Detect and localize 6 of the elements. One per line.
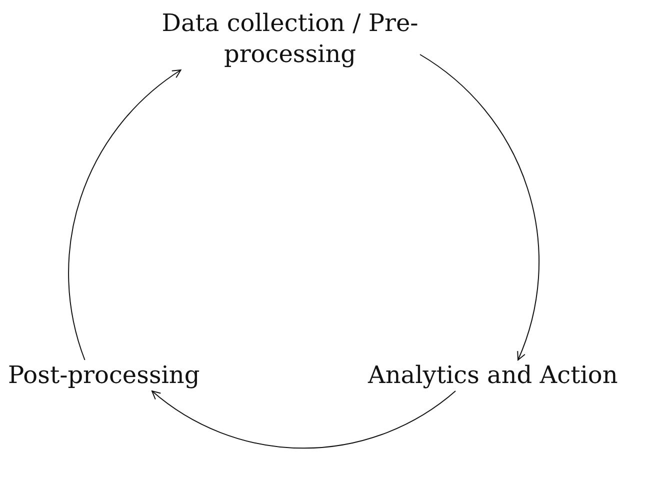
curved-arrow bbox=[152, 390, 456, 449]
stage-label: Post-processing bbox=[8, 360, 200, 392]
stage-label: Analytics and Action bbox=[368, 360, 618, 392]
curved-arrow bbox=[420, 54, 540, 360]
stage-label: Data collection / Pre-processing bbox=[160, 8, 420, 70]
curved-arrow bbox=[68, 70, 182, 360]
